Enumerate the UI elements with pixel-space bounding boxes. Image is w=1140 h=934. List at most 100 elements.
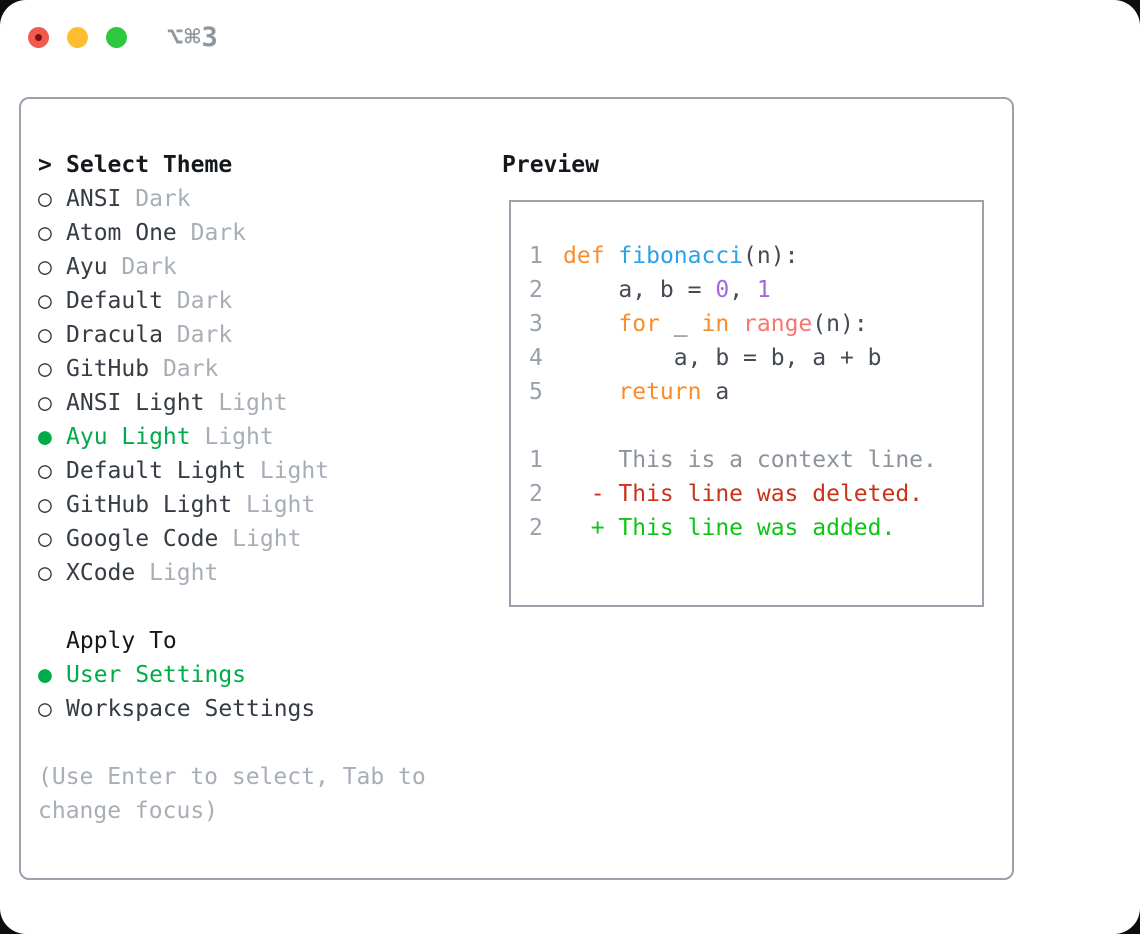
radio-icon: ○: [38, 288, 52, 314]
theme-list-column: >Select Theme ○ANSI Dark○Atom One Dark○A…: [38, 148, 426, 828]
option-label: Atom One: [66, 220, 177, 246]
option-label: User Settings: [66, 662, 247, 688]
theme-option-ayu[interactable]: ○ Ayu Dark: [38, 250, 426, 284]
radio-icon: ○: [38, 254, 52, 280]
variant-badge: Dark: [176, 220, 247, 246]
preview-code-line: 5 return a: [529, 375, 982, 409]
theme-option-xcode[interactable]: ○ XCode Light: [38, 556, 426, 590]
diff-deleted-line: 2 - This line was deleted.: [529, 477, 982, 511]
variant-badge: Light: [218, 526, 302, 552]
token-plain: a, b =: [563, 277, 716, 303]
spacer: [38, 726, 426, 760]
window-title: ⌥⌘3: [167, 22, 219, 53]
apply-to-label: Apply To: [66, 628, 177, 654]
option-label: Default Light: [66, 458, 247, 484]
token-del: - This line was deleted.: [563, 481, 924, 507]
close-dot-icon: [35, 34, 42, 41]
token-kw: return: [618, 379, 702, 405]
radio-selected-icon: ●: [38, 424, 52, 450]
token-kw: def: [563, 243, 605, 269]
close-button[interactable]: [28, 27, 49, 48]
theme-option-github-light[interactable]: ○ GitHub Light Light: [38, 488, 426, 522]
option-label: GitHub Light: [66, 492, 233, 518]
radio-icon: ○: [38, 560, 52, 586]
option-label: GitHub: [66, 356, 150, 382]
token-plain: a: [701, 379, 730, 405]
theme-option-ansi-light[interactable]: ○ANSI Light Light: [38, 386, 426, 420]
diff-added-line: 2 + This line was added.: [529, 511, 982, 545]
radio-icon: ○: [38, 220, 52, 246]
token-plain: ,: [729, 277, 757, 303]
prompt-icon: >: [38, 152, 52, 178]
token-plain: (n):: [743, 243, 799, 269]
token-plain: [729, 311, 743, 337]
radio-icon: ○: [38, 356, 52, 382]
variant-badge: Light: [190, 424, 274, 450]
line-number: 2: [529, 515, 543, 541]
token-kw: in: [701, 311, 730, 337]
radio-icon: ○: [38, 458, 52, 484]
theme-option-github[interactable]: ○ GitHub Dark: [38, 352, 426, 386]
variant-badge: Light: [232, 492, 316, 518]
token-plain: [605, 243, 619, 269]
theme-option-google-code[interactable]: ○ Google Code Light: [38, 522, 426, 556]
variant-badge: Dark: [162, 322, 233, 348]
option-label: ANSI: [66, 186, 122, 212]
preview-code-line: 2 a, b = 0, 1: [529, 273, 982, 307]
blank-line: [529, 409, 982, 443]
token-plain: (n):: [812, 311, 868, 337]
line-number: 1: [529, 243, 543, 269]
option-label: ANSI Light: [66, 390, 205, 416]
theme-options-list: ○ANSI Dark○Atom One Dark○Ayu Dark○Defaul…: [38, 182, 426, 590]
token-plain: a, b = b, a + b: [563, 345, 882, 371]
theme-option-ayu-light[interactable]: ● Ayu Light Light: [38, 420, 426, 454]
theme-option-default-light[interactable]: ○ Default Light Light: [38, 454, 426, 488]
theme-option-ansi[interactable]: ○ ANSI Dark: [38, 182, 426, 216]
token-call: range: [743, 311, 813, 337]
option-label: Dracula: [66, 322, 163, 348]
variant-badge: Dark: [149, 356, 219, 382]
option-label: Ayu: [66, 254, 108, 280]
apply-option-workspace-settings[interactable]: ○Workspace Settings: [38, 692, 426, 726]
theme-option-default[interactable]: ○Default Dark: [38, 284, 426, 318]
line-number: 5: [529, 379, 543, 405]
preview-code-line: 3 for _ in range(n):: [529, 307, 982, 341]
line-number: 4: [529, 345, 543, 371]
token-plain: [563, 311, 618, 337]
apply-to-header: Apply To: [38, 624, 426, 658]
radio-icon: ○: [38, 492, 52, 518]
option-label: Google Code: [66, 526, 219, 552]
line-number: 1: [529, 447, 543, 473]
variant-badge: Light: [246, 458, 330, 484]
zoom-button[interactable]: [106, 27, 127, 48]
spacer: [38, 590, 426, 624]
radio-icon: ○: [38, 526, 52, 552]
theme-option-atom-one[interactable]: ○ Atom One Dark: [38, 216, 426, 250]
option-label: XCode: [66, 560, 136, 586]
token-num: 0: [715, 277, 730, 303]
token-num: 1: [756, 277, 771, 303]
token-kw: for: [618, 311, 660, 337]
minimize-button[interactable]: [67, 27, 88, 48]
keyboard-hint-line1: (Use Enter to select, Tab to: [38, 764, 426, 790]
apply-option-user-settings[interactable]: ● User Settings: [38, 658, 426, 692]
variant-badge: Dark: [162, 288, 233, 314]
variant-badge: Light: [135, 560, 219, 586]
theme-picker-panel: >Select Theme ○ANSI Dark○Atom One Dark○A…: [19, 97, 1014, 880]
variant-badge: Dark: [121, 186, 191, 212]
radio-icon: ○: [38, 186, 52, 212]
token-add: + This line was added.: [563, 515, 896, 541]
line-number: 3: [529, 311, 543, 337]
theme-option-dracula[interactable]: ○Dracula Dark: [38, 318, 426, 352]
option-label: Ayu Light: [66, 424, 191, 450]
variant-badge: Light: [204, 390, 288, 416]
titlebar: ⌥⌘3: [0, 0, 1140, 72]
token-context: This is a context line.: [563, 447, 937, 473]
select-theme-label: Select Theme: [66, 152, 233, 178]
line-number: 2: [529, 481, 543, 507]
variant-badge: Dark: [107, 254, 177, 280]
radio-selected-icon: ●: [38, 662, 52, 688]
preview-heading: Preview: [502, 152, 599, 178]
line-number: 2: [529, 277, 543, 303]
